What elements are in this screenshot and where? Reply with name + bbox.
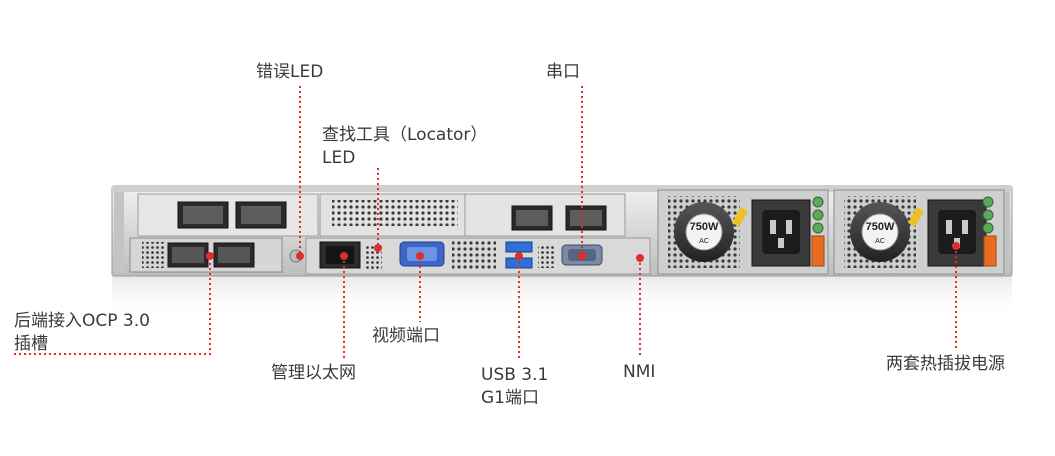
callout-nmi: NMI <box>623 361 655 384</box>
psu-2 <box>833 189 1005 275</box>
dot-usb <box>515 252 523 260</box>
io-vent <box>452 240 496 270</box>
callout-video: 视频端口 <box>372 325 440 348</box>
psu2-type: AC <box>875 238 885 245</box>
leader-lines <box>14 86 960 360</box>
pcie-riser-left <box>137 193 319 237</box>
psu-1 <box>657 189 829 275</box>
callout-mgmt-eth: 管理以太网 <box>271 362 356 385</box>
callout-mgmt-eth-text: 管理以太网 <box>271 363 356 383</box>
dot-psu <box>952 242 960 250</box>
psu1-type: AC <box>699 238 709 245</box>
callout-error-led-text: 错误LED <box>256 62 324 82</box>
callout-serial: 串口 <box>546 61 580 84</box>
callout-ocp-line2: 插槽 <box>14 334 48 354</box>
callout-usb: USB 3.1 G1端口 <box>481 364 548 410</box>
psu1-watt: 750W <box>690 221 719 233</box>
dot-locator-led <box>374 244 382 252</box>
dot-nmi <box>636 254 644 262</box>
psu2-watt: 750W <box>866 221 895 233</box>
dot-error-led <box>296 252 304 260</box>
mgmt-ethernet-port <box>319 241 382 270</box>
ocp-slot <box>129 237 303 273</box>
callout-usb-line2: G1端口 <box>481 388 539 408</box>
callout-locator-led-line1: 查找工具（Locator） <box>322 125 488 145</box>
callout-psu-text: 两套热插拔电源 <box>886 354 1005 374</box>
dot-serial <box>578 252 586 260</box>
callout-ocp: 后端接入OCP 3.0 插槽 <box>14 310 150 356</box>
callout-serial-text: 串口 <box>546 62 580 82</box>
callout-error-led: 错误LED <box>256 61 323 84</box>
callout-video-text: 视频端口 <box>372 326 440 346</box>
callout-nmi-text: NMI <box>623 362 656 382</box>
dot-mgmt-eth <box>340 252 348 260</box>
io-panel <box>305 193 651 275</box>
callout-ocp-line1: 后端接入OCP 3.0 <box>14 311 150 331</box>
callout-locator-led-line2: LED <box>322 148 356 168</box>
callout-locator-led: 查找工具（Locator） LED <box>322 124 487 170</box>
dot-vga <box>416 252 424 260</box>
callout-usb-line1: USB 3.1 <box>481 365 549 385</box>
leader-ocp <box>14 256 211 355</box>
callout-psu: 两套热插拔电源 <box>886 353 1005 376</box>
floor-reflection <box>112 276 1012 316</box>
dot-ocp <box>206 252 214 260</box>
